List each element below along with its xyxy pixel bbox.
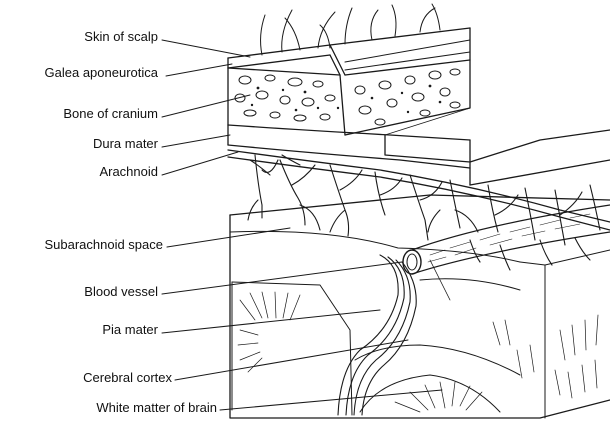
label-bone-of-cranium: Bone of cranium xyxy=(63,107,158,121)
leader-arachnoid xyxy=(162,152,238,175)
arachnoid-trabeculae xyxy=(248,155,600,270)
white-matter-hatching xyxy=(238,292,598,412)
label-skin-of-scalp: Skin of scalp xyxy=(84,30,158,44)
hair-strands xyxy=(261,4,440,55)
leader-subarachnoid-space xyxy=(167,228,290,247)
leader-white-matter xyxy=(220,390,442,410)
label-arachnoid: Arachnoid xyxy=(99,165,158,179)
leader-dura-mater xyxy=(162,135,230,147)
label-dura-mater: Dura mater xyxy=(93,137,158,151)
leader-bone-of-cranium xyxy=(162,95,250,117)
label-subarachnoid-space: Subarachnoid space xyxy=(44,238,163,252)
leader-cerebral-cortex xyxy=(175,340,408,380)
label-galea-aponeurotica: Galea aponeurotica xyxy=(45,66,158,80)
leader-skin-of-scalp xyxy=(162,40,250,57)
label-blood-vessel: Blood vessel xyxy=(84,285,158,299)
label-pia-mater: Pia mater xyxy=(102,323,158,337)
leader-galea-aponeurotica xyxy=(166,64,232,76)
leader-lines xyxy=(162,40,442,410)
label-white-matter-of-brain: White matter of brain xyxy=(96,401,217,415)
leader-blood-vessel xyxy=(162,262,402,294)
label-cerebral-cortex: Cerebral cortex xyxy=(83,371,172,385)
leader-pia-mater xyxy=(162,310,380,333)
bone-of-cranium xyxy=(228,60,470,135)
scalp-layers xyxy=(228,28,470,75)
